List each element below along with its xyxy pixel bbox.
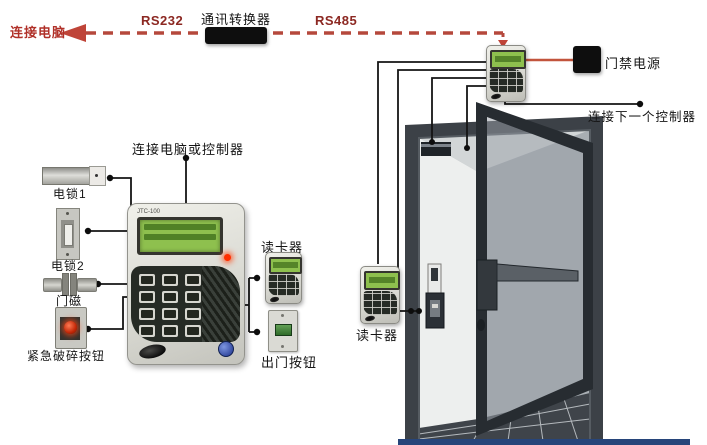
keypad-panel (131, 266, 240, 342)
right-controller-device (486, 45, 526, 102)
doorway-side-wall (419, 138, 478, 441)
converter-label: 通讯转换器 (200, 12, 271, 27)
power-supply-box (573, 46, 601, 73)
strike-plate-slot (431, 268, 438, 281)
lcd-screen (137, 217, 223, 255)
exit-green-button (275, 324, 292, 336)
wire-reader-exit (243, 277, 257, 333)
electric-lock2-device (56, 208, 80, 260)
main-controller-device: JTC-100 (127, 203, 245, 365)
rs-bus (60, 24, 573, 62)
frame-lock-slot (432, 304, 438, 308)
bottom-blue-bar (398, 439, 690, 445)
status-led (224, 254, 231, 261)
power-supply-label: 门禁电源 (605, 56, 662, 71)
emergency-break-button-device (55, 307, 87, 349)
keypad-keys (139, 274, 201, 337)
brand-logo (218, 341, 234, 357)
down-arrow-icon (498, 40, 508, 48)
card-reader-device (265, 252, 303, 304)
main-controller-label: 连接电脑或控制器 (132, 142, 245, 157)
wire-to-maglock (431, 77, 486, 142)
rs485-label: RS485 (315, 13, 358, 28)
door-lock-body (476, 259, 498, 311)
frame-lock-face (430, 300, 440, 317)
door-reader-keys (362, 290, 398, 316)
exit-button-label: 出门按钮 (261, 355, 318, 370)
rs232-label: RS232 (141, 13, 184, 28)
lock2-label: 电锁2 (51, 259, 85, 273)
reader-keys (267, 274, 300, 296)
left-arrow-icon (60, 24, 86, 42)
door-assembly (398, 102, 690, 445)
reader-lcd (268, 256, 303, 274)
right-controller-lcd (490, 49, 526, 69)
lock1-label: 电锁1 (53, 187, 87, 201)
panel-stripes (202, 266, 240, 342)
right-controller-keys (488, 69, 524, 94)
emergency-red-button (64, 321, 77, 334)
exit-button-device (268, 310, 298, 352)
push-bar-handle (496, 263, 579, 282)
door-reader-label: 读卡器 (356, 328, 399, 343)
door-card-reader-device (360, 266, 400, 324)
wire-to-door-top (466, 85, 486, 148)
speaker-oval (137, 342, 168, 361)
controller-model: JTC-100 (137, 209, 161, 215)
door-magnet-device (43, 273, 97, 296)
converter-box (205, 27, 267, 44)
wire-next-controller (504, 100, 640, 105)
door-magnet-label: 门磁 (56, 294, 83, 308)
wire-to-door-reader (377, 61, 486, 264)
wire-emergency (88, 296, 128, 330)
card-reader-label: 读卡器 (261, 240, 304, 255)
next-controller-label: 连接下一个控制器 (588, 110, 697, 124)
electric-lock1-device (42, 166, 106, 186)
wire-terminals (84, 100, 644, 336)
door-reader-lcd (364, 270, 400, 291)
emergency-label: 紧急破碎按钮 (27, 349, 106, 363)
connect-pc-label: 连接电脑 (10, 25, 67, 40)
lock-cylinder (477, 319, 485, 331)
maglock-highlight (421, 144, 451, 147)
